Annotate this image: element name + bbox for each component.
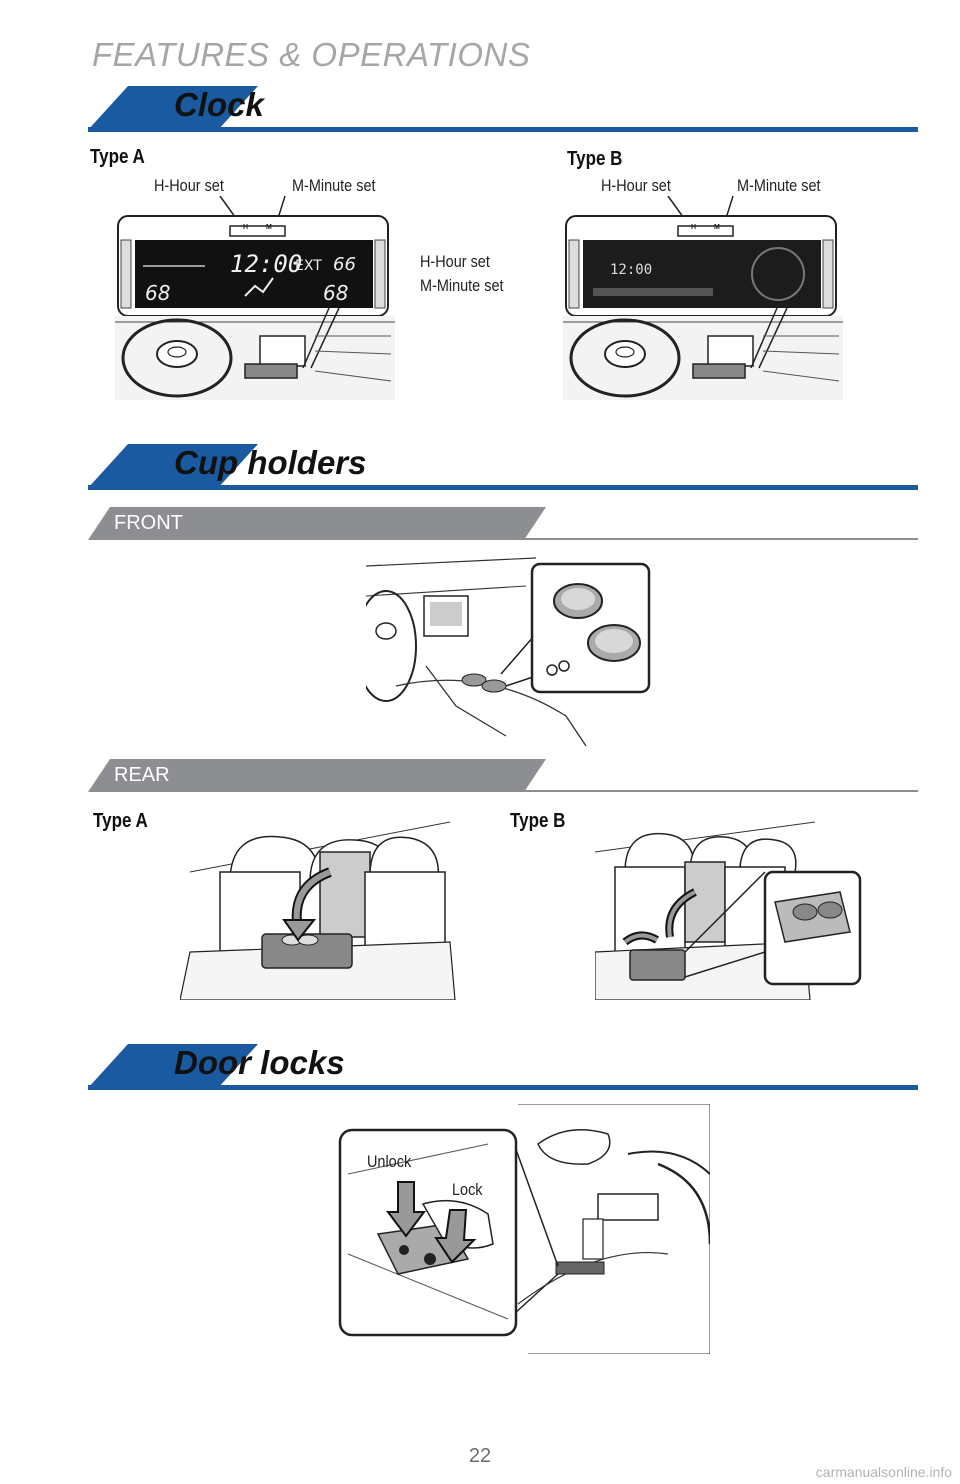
svg-text:68: 68 bbox=[323, 281, 348, 305]
door-lock-label: Lock bbox=[452, 1180, 483, 1199]
door-lock-illustration bbox=[338, 1104, 710, 1354]
rear-type-a-label: Type A bbox=[93, 810, 148, 832]
section-bar-graphic bbox=[88, 444, 918, 490]
section-bar-graphic bbox=[88, 86, 918, 132]
section-bar-graphic bbox=[88, 1044, 918, 1090]
clock-a-side-hour: H-Hour set bbox=[420, 252, 490, 271]
svg-text:68: 68 bbox=[145, 281, 170, 305]
sub-title-rear: REAR bbox=[114, 764, 170, 786]
clock-b-button-m: M bbox=[714, 224, 720, 231]
sub-bar-front: FRONT bbox=[88, 507, 918, 541]
svg-text:EXT: EXT bbox=[295, 258, 322, 274]
rear-type-b-label: Type B bbox=[510, 810, 566, 832]
sub-bar-rear: REAR bbox=[88, 759, 918, 793]
rear-cupholder-type-b-illustration bbox=[595, 821, 862, 1000]
watermark: carmanualsonline.info bbox=[815, 1464, 952, 1480]
clock-a-illustration: 68 68 EXT 66 bbox=[115, 196, 395, 400]
clock-b-illustration bbox=[563, 196, 843, 400]
clock-type-b-label: Type B bbox=[567, 148, 623, 170]
section-title-clock: Clock bbox=[174, 86, 264, 123]
section-bar-clock: Clock bbox=[88, 84, 918, 132]
door-unlock-label: Unlock bbox=[367, 1152, 412, 1171]
section-bar-door-locks: Door locks bbox=[88, 1042, 918, 1090]
front-cupholder-illustration bbox=[366, 557, 651, 747]
rear-cupholder-type-a-illustration bbox=[180, 821, 456, 1000]
page-header: FEATURES & OPERATIONS bbox=[92, 36, 531, 73]
svg-text:66: 66 bbox=[333, 254, 356, 275]
section-bar-cup-holders: Cup holders bbox=[88, 442, 918, 490]
clock-a-side-minute: M-Minute set bbox=[420, 276, 504, 295]
clock-a-button-m: M bbox=[266, 224, 272, 231]
section-title-cup-holders: Cup holders bbox=[174, 444, 367, 481]
clock-b-display-time: 12:00 bbox=[610, 262, 653, 278]
clock-a-hour-callout: H-Hour set bbox=[154, 176, 224, 195]
page-number: 22 bbox=[468, 1445, 492, 1467]
clock-a-minute-callout: M-Minute set bbox=[292, 176, 376, 195]
clock-type-a-label: Type A bbox=[90, 146, 145, 168]
clock-a-button-h: H bbox=[243, 224, 249, 231]
clock-b-button-h: H bbox=[691, 224, 697, 231]
sub-bar-graphic bbox=[88, 759, 918, 792]
section-title-door-locks: Door locks bbox=[174, 1044, 345, 1081]
clock-a-display-time: 12:00 bbox=[230, 250, 303, 278]
clock-b-hour-callout: H-Hour set bbox=[601, 176, 671, 195]
sub-title-front: FRONT bbox=[114, 512, 183, 534]
sub-bar-graphic bbox=[88, 507, 918, 540]
clock-b-minute-callout: M-Minute set bbox=[737, 176, 821, 195]
